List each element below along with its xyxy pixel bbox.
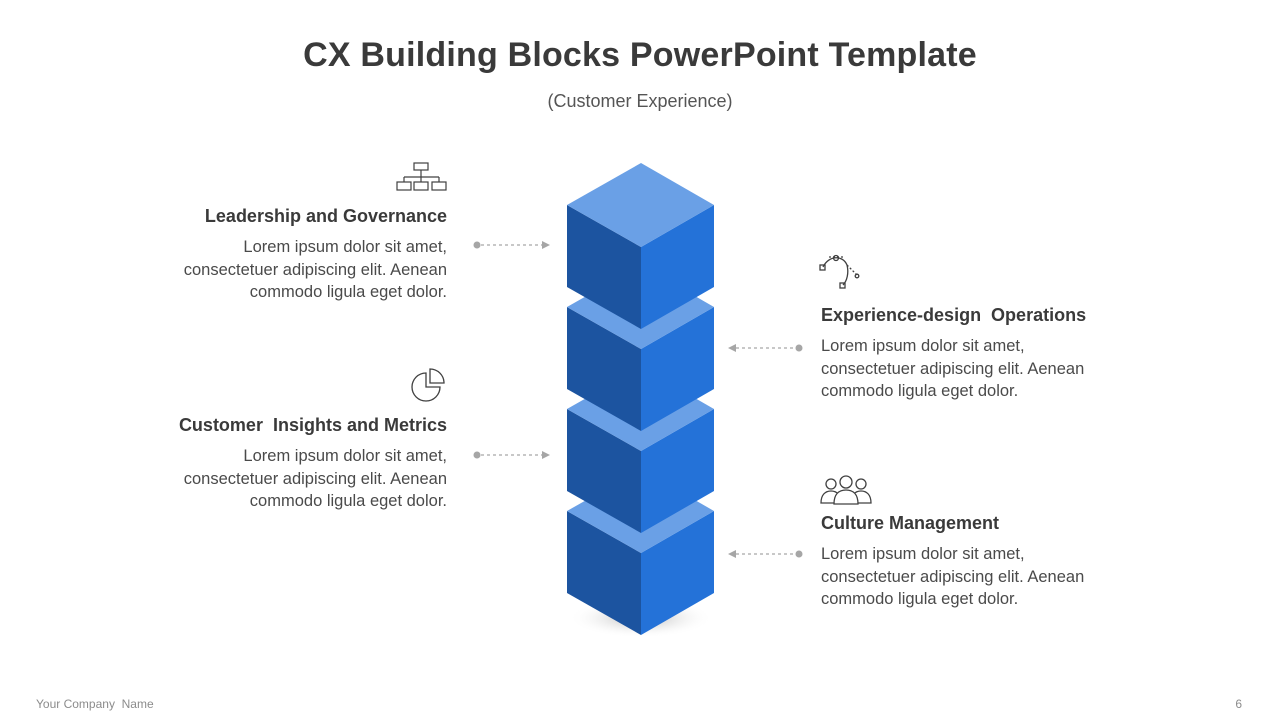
block-body: Lorem ipsum dolor sit amet, consectetuer… <box>183 447 447 510</box>
connector-arrow <box>728 344 803 352</box>
block-heading: Experience-design Operations <box>821 305 1087 325</box>
block-heading: Leadership and Governance <box>204 206 447 226</box>
bezier-curve-icon <box>819 253 861 291</box>
block-culture-management: Culture Management Lorem ipsum dolor sit… <box>821 513 1121 611</box>
block-experience-design-operations: Experience-design Operations Lorem ipsum… <box>821 305 1121 403</box>
block-body: Lorem ipsum dolor sit amet, consectetuer… <box>183 238 447 301</box>
block-heading: Culture Management <box>821 513 1000 533</box>
cube-1 <box>567 163 714 329</box>
block-body: Lorem ipsum dolor sit amet, consectetuer… <box>821 545 1085 608</box>
pie-chart-icon <box>410 367 448 403</box>
slide-title: CX Building Blocks PowerPoint Template <box>303 36 977 74</box>
connector-arrow <box>728 550 803 558</box>
block-customer-insights-metrics: Customer Insights and Metrics Lorem ipsu… <box>147 415 447 513</box>
connector-arrow <box>473 451 550 459</box>
slide-subtitle: (Customer Experience) <box>547 91 733 111</box>
block-leadership-governance: Leadership and Governance Lorem ipsum do… <box>147 206 447 304</box>
building-blocks-tower <box>567 163 714 638</box>
footer-page-number: 6 <box>1235 697 1242 711</box>
people-group-icon <box>819 474 873 506</box>
block-heading: Customer Insights and Metrics <box>178 415 447 435</box>
footer-company-name: Your Company Name <box>36 697 154 711</box>
org-chart-icon <box>395 162 449 192</box>
connector-arrow <box>473 241 550 249</box>
block-body: Lorem ipsum dolor sit amet, consectetuer… <box>821 337 1085 400</box>
